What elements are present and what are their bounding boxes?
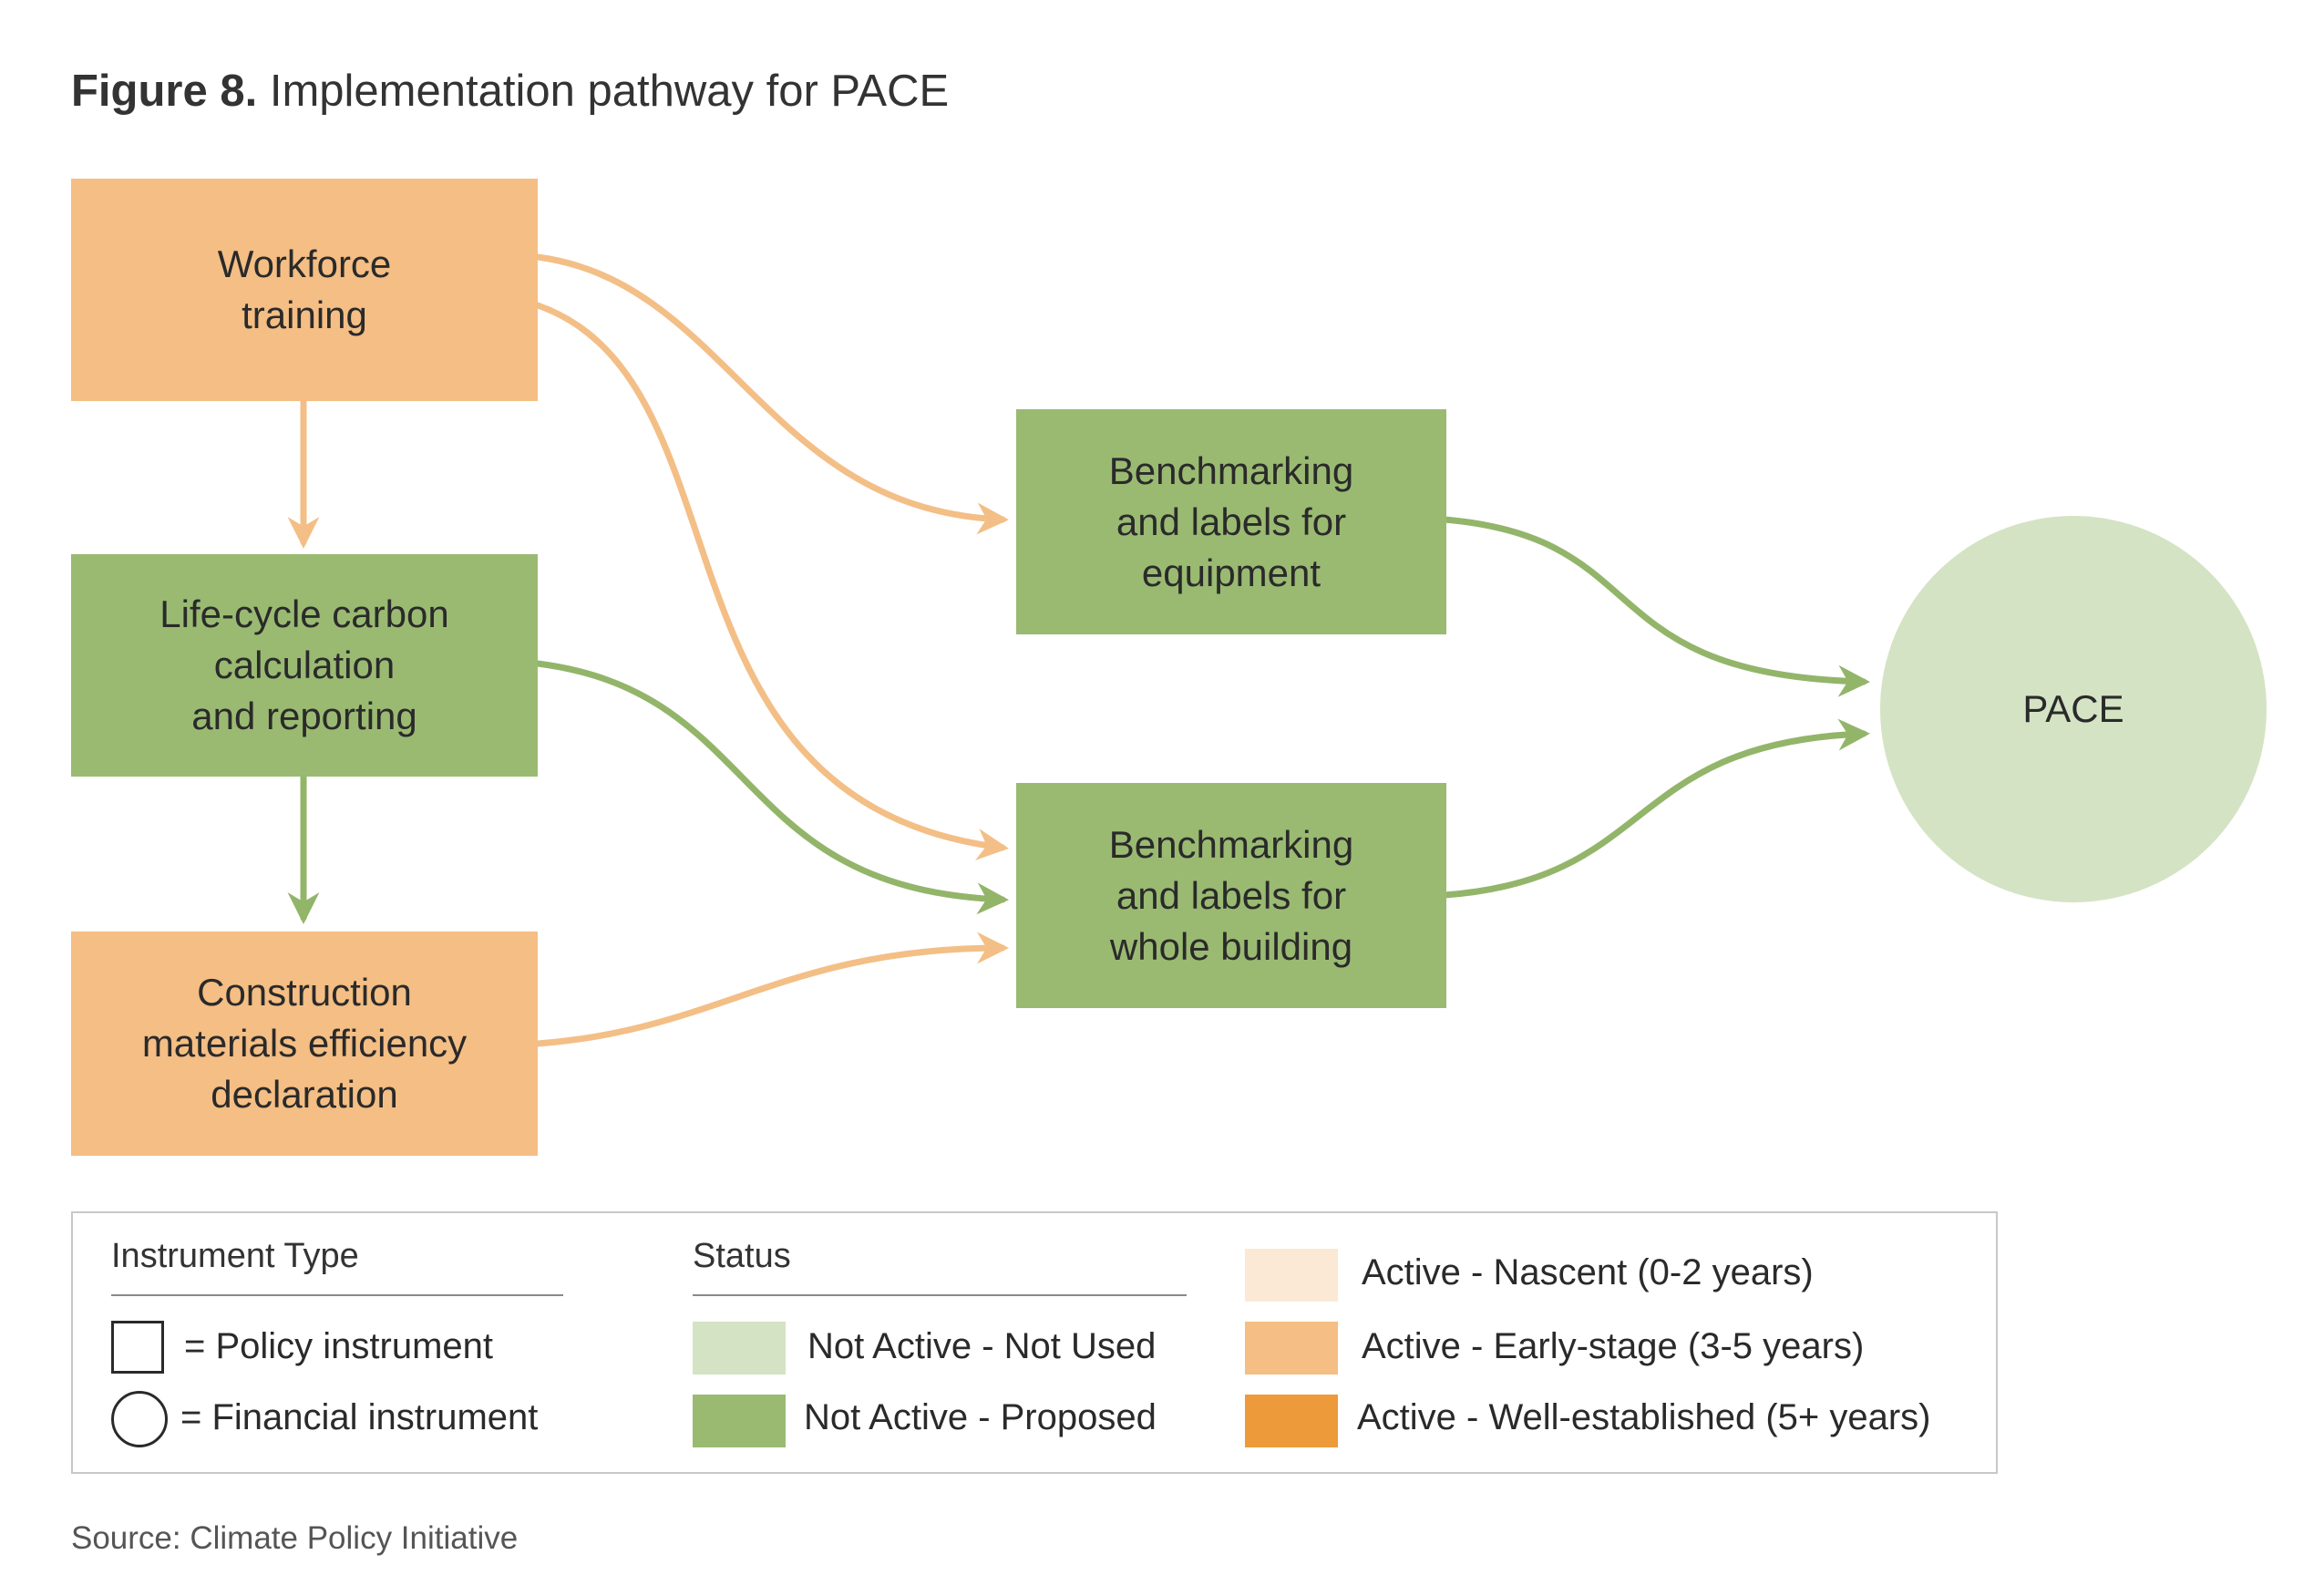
legend-instrument-type-rule [111,1294,563,1296]
swatch-nascent [1245,1249,1338,1302]
node-lifecycle-carbon: Life-cycle carbon calculation and report… [71,554,538,777]
edge-lifecycle-to-building [534,660,1009,915]
swatch-proposed [693,1395,786,1447]
legend-well-established: Active - Well-established (5+ years) [1357,1397,1931,1437]
financial-instrument-circle-icon [111,1391,168,1447]
legend-nascent: Active - Nascent (0-2 years) [1362,1252,1814,1292]
swatch-early-stage [1245,1322,1338,1375]
node-benchmarking-equipment: Benchmarking and labels for equipment [1016,409,1446,634]
figure-title: Figure 8. Implementation pathway for PAC… [71,66,949,117]
edge-building-to-pace [1441,718,1870,899]
edge-equipment-to-pace [1441,516,1870,697]
legend-policy-instrument: = Policy instrument [184,1326,494,1366]
edge-construction-to-building [534,932,1009,1047]
legend-early-stage: Active - Early-stage (3-5 years) [1362,1326,1865,1366]
policy-instrument-square-icon [111,1321,164,1374]
edge-workforce-to-building [534,302,1009,860]
source-note: Source: Climate Policy Initiative [71,1520,519,1556]
legend-status-heading: Status [693,1237,791,1275]
node-pace: PACE [1880,516,2267,902]
edge-workforce-to-equipment [534,253,1009,535]
node-construction-materials: Construction materials efficiency declar… [71,932,538,1156]
node-benchmarking-whole-building: Benchmarking and labels for whole buildi… [1016,783,1446,1008]
legend-proposed: Not Active - Proposed [804,1397,1157,1437]
legend-instrument-type-heading: Instrument Type [111,1237,359,1275]
legend-not-used: Not Active - Not Used [807,1326,1157,1366]
legend-status-rule [693,1294,1187,1296]
node-workforce-training: Workforce training [71,179,538,401]
figure-number: Figure 8. [71,67,258,116]
figure-caption: Implementation pathway for PACE [269,67,950,116]
legend: Instrument Type = Policy instrument = Fi… [71,1211,1998,1474]
swatch-not-used [693,1322,786,1375]
swatch-well-established [1245,1395,1338,1447]
legend-financial-instrument: = Financial instrument [180,1397,539,1437]
